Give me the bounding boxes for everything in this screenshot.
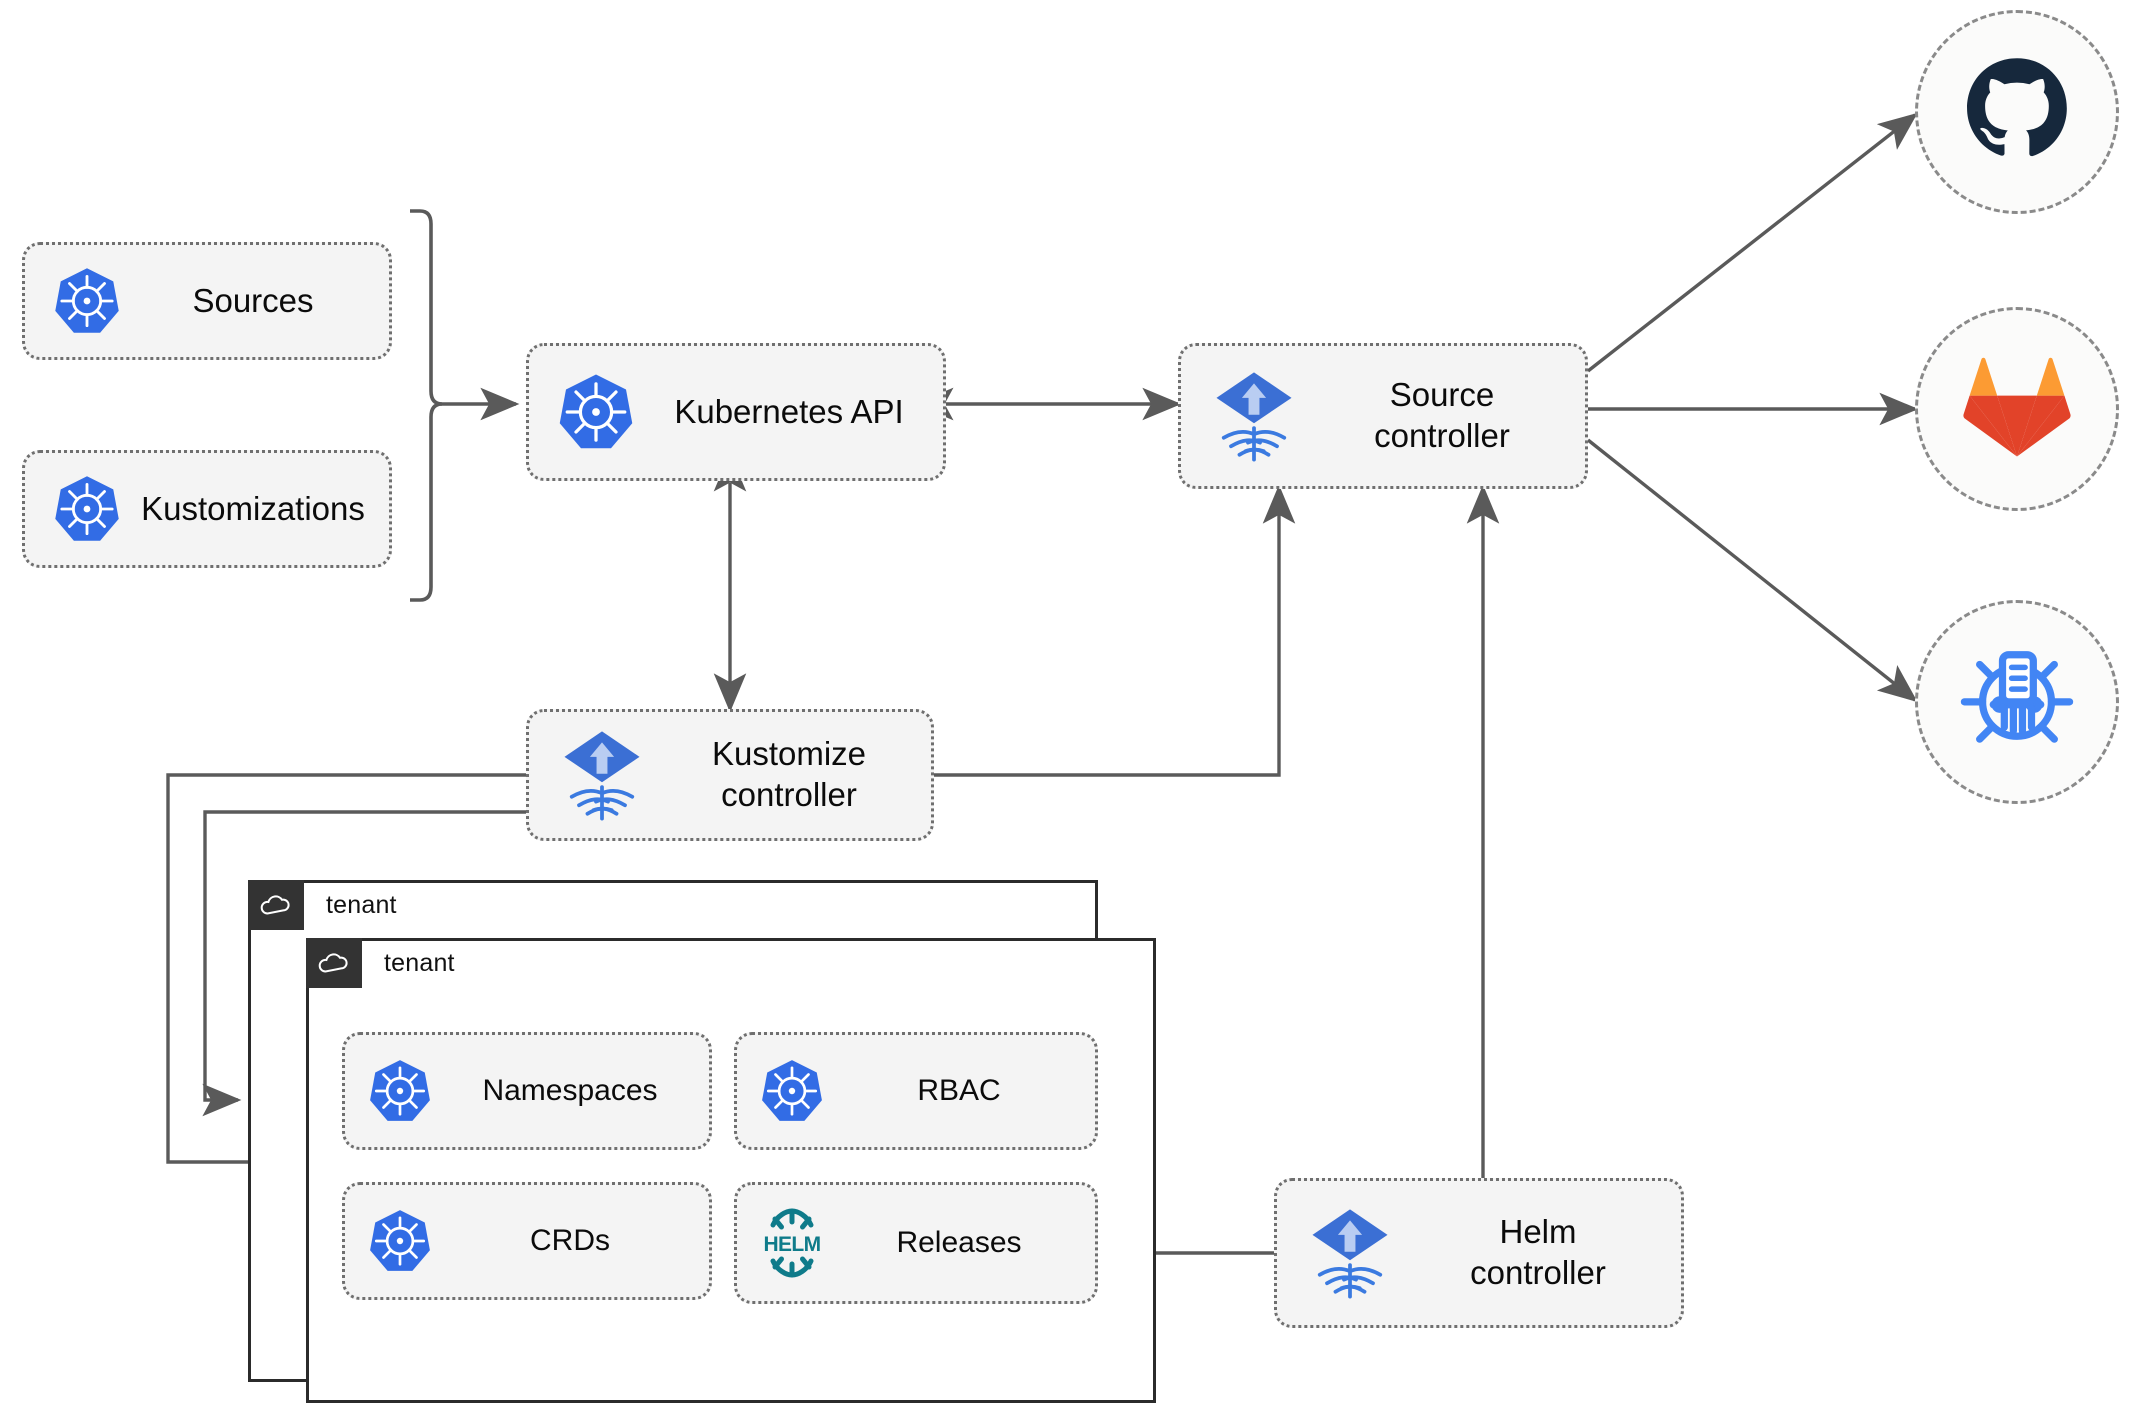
node-namespaces[interactable]: Namespaces xyxy=(342,1032,712,1150)
node-kubernetes-api[interactable]: Kubernetes API xyxy=(526,343,946,481)
cloud-icon xyxy=(306,938,362,988)
node-label: Releases xyxy=(896,1226,1022,1260)
node-releases[interactable]: HELM Releases xyxy=(734,1182,1098,1304)
node-rbac[interactable]: RBAC xyxy=(734,1032,1098,1150)
node-label: CRDs xyxy=(530,1224,610,1258)
node-helm-controller[interactable]: Helm controller xyxy=(1274,1178,1684,1328)
flux-icon xyxy=(1291,1207,1409,1299)
tenant-label: tenant xyxy=(326,890,397,919)
helm-icon: HELM xyxy=(749,1205,835,1281)
tenant-header: tenant xyxy=(306,938,455,988)
edge-kustomize-tenant-back xyxy=(166,773,526,1179)
node-kustomize-controller[interactable]: Kustomize controller xyxy=(526,709,934,841)
gitlab-icon xyxy=(1963,355,2071,464)
node-sources[interactable]: Sources xyxy=(22,242,392,360)
node-source-controller[interactable]: Source controller xyxy=(1178,343,1588,489)
github-icon xyxy=(1963,56,2071,169)
svg-text:HELM: HELM xyxy=(763,1233,820,1256)
edge-kustomize-source xyxy=(934,484,1296,777)
cloud-icon xyxy=(248,880,304,930)
edge-source-github xyxy=(1586,112,1918,373)
kubernetes-icon xyxy=(41,473,133,545)
edge-source-helmrepo xyxy=(1586,438,1918,703)
node-label: RBAC xyxy=(917,1074,1001,1108)
node-kustomizations[interactable]: Kustomizations xyxy=(22,450,392,568)
kubernetes-icon xyxy=(357,1207,443,1275)
node-label: Source controller xyxy=(1374,376,1510,454)
kubernetes-icon xyxy=(357,1057,443,1125)
tenant-header: tenant xyxy=(248,880,397,930)
provider-gitlab[interactable] xyxy=(1915,307,2119,511)
provider-helm-repo[interactable] xyxy=(1915,600,2119,804)
provider-github[interactable] xyxy=(1915,10,2119,214)
tenant-label: tenant xyxy=(384,948,455,977)
helm-chart-icon xyxy=(1959,642,2075,763)
tenant-panel-front[interactable]: tenant xyxy=(306,938,1156,1403)
node-label: Kustomize controller xyxy=(711,735,867,813)
node-crds[interactable]: CRDs xyxy=(342,1182,712,1300)
flux-icon xyxy=(543,729,661,821)
kubernetes-icon xyxy=(749,1057,835,1125)
flux-icon xyxy=(1195,370,1313,462)
node-label: Namespaces xyxy=(482,1074,658,1108)
node-label: Sources xyxy=(192,281,314,319)
node-label: Kustomizations xyxy=(141,489,365,527)
kubernetes-icon xyxy=(543,371,649,453)
node-label: Kubernetes API xyxy=(674,392,904,430)
kubernetes-icon xyxy=(41,265,133,337)
edge-kustomize-tenant-front xyxy=(202,810,526,1117)
node-label: Helm controller xyxy=(1470,1213,1606,1291)
